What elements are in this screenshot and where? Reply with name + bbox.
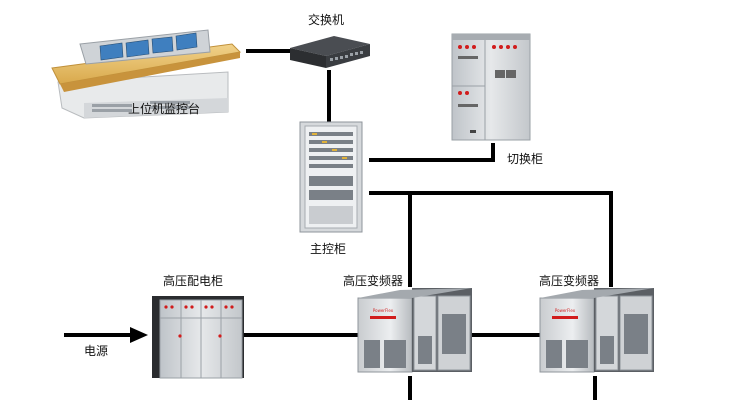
vfd-2-icon: PowerFlex (539, 288, 654, 373)
label-switch: 交换机 (308, 13, 345, 27)
transfer-cabinet-icon (451, 33, 531, 141)
label-hv-cabinet: 高压配电柜 (163, 274, 224, 288)
line-main-vfd-bus (369, 191, 613, 287)
line-main-transfer (369, 143, 495, 162)
label-transfer-cabinet: 切换柜 (507, 152, 544, 166)
label-console: 上位机监控台 (128, 102, 201, 116)
label-power: 电源 (84, 344, 109, 358)
vfd-2-brand: PowerFlex (555, 308, 576, 313)
vfd-1-brand: PowerFlex (373, 308, 394, 313)
label-vfd-2: 高压变频器 (539, 274, 600, 288)
network-switch-icon (290, 36, 370, 68)
vfd-1-icon: PowerFlex (357, 288, 472, 373)
hv-cabinet-icon (152, 296, 244, 379)
main-cabinet-icon (299, 121, 363, 233)
connection-lines (244, 49, 613, 400)
operator-console-icon (51, 29, 242, 119)
label-vfd-1: 高压变频器 (343, 274, 404, 288)
label-main-cabinet: 主控柜 (310, 242, 347, 256)
power-arrow-icon (64, 327, 148, 343)
